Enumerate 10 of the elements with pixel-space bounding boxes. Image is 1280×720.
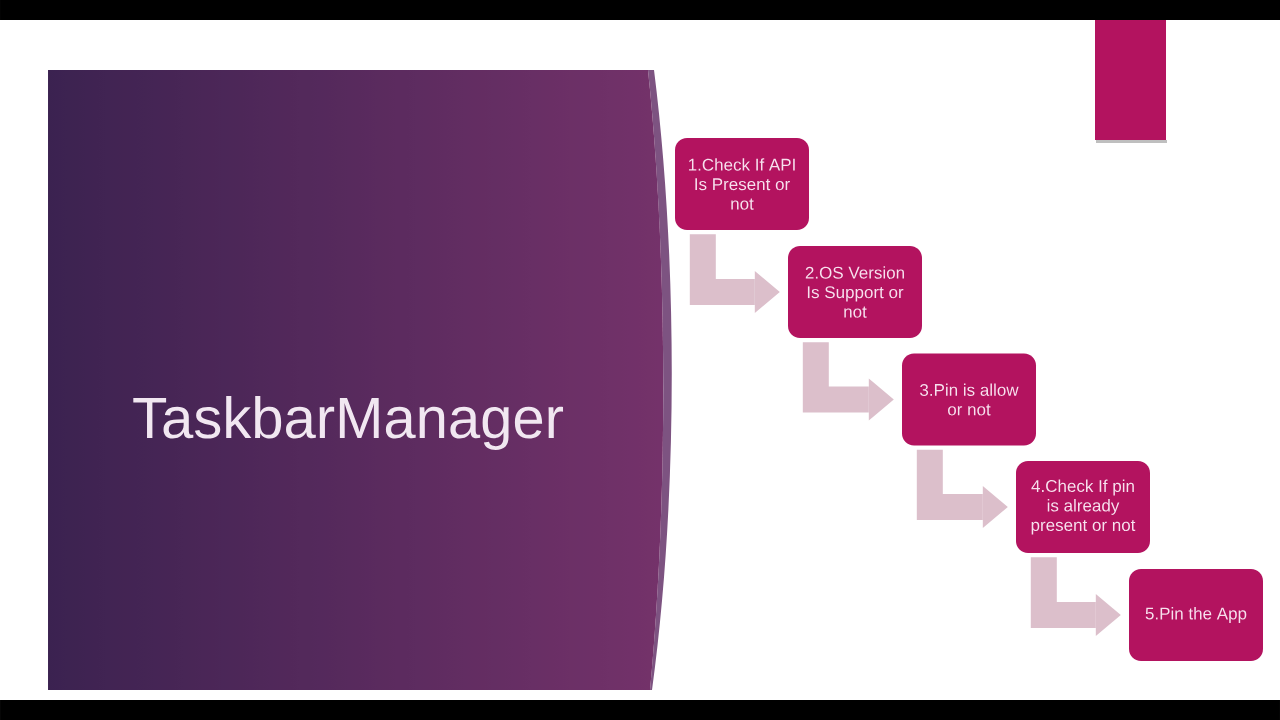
bent-arrow [1030, 557, 1121, 636]
slide-title: TaskbarManager [133, 395, 563, 450]
bent-arrow [916, 449, 1008, 528]
step-box: 1.Check If API Is Present or not [675, 138, 809, 230]
step-box: 5.Pin the App [1129, 569, 1263, 661]
bent-arrow [689, 234, 780, 313]
step-box: 4.Check If pin is already present or not [1016, 461, 1150, 553]
bent-arrow [802, 342, 894, 421]
step-box: 2.OS Version Is Support or not [788, 246, 922, 338]
step-box: 3.Pin is allow or not [902, 353, 1036, 446]
